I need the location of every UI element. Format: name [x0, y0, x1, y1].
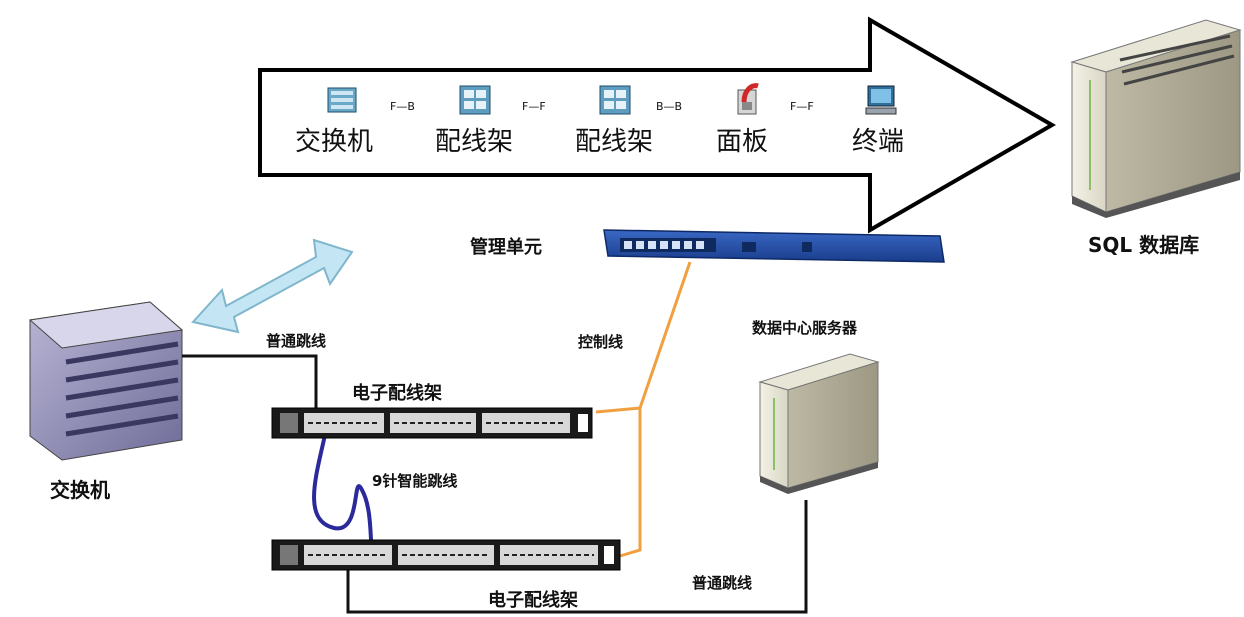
switch-icon [327, 87, 357, 113]
patch-panel-icon [599, 85, 631, 115]
normal-cable-label: 普通跳线 [266, 332, 326, 350]
patch-panel-icon [459, 85, 491, 115]
link-label: F—F [790, 100, 814, 113]
dc-server-label: 数据中心服务器 [752, 319, 858, 337]
switch-label: 交换机 [50, 478, 110, 502]
server-icon [758, 353, 880, 494]
patch-panel-lower-label: 电子配线架 [488, 589, 578, 611]
flow-node-label: 配线架 [435, 127, 513, 157]
flow-node-label: 面板 [716, 127, 768, 157]
electronic-patch-panel [271, 407, 593, 439]
terminal-icon [865, 85, 897, 115]
normal-cable [182, 354, 318, 410]
link-label: F—F [522, 100, 546, 113]
flow-arrow [258, 16, 1057, 234]
switch-chassis [28, 301, 184, 461]
smart-cable-label: 9针智能跳线 [372, 472, 457, 490]
sql-db-label: SQL 数据库 [1088, 233, 1199, 257]
management-unit-device [603, 229, 945, 263]
faceplate-icon [737, 83, 759, 115]
flow-node-label: 交换机 [295, 127, 373, 157]
normal-cable [346, 500, 808, 614]
link-label: F—B [390, 100, 415, 113]
electronic-patch-panel [271, 539, 621, 571]
double-arrow [191, 238, 354, 334]
flow-node-label: 终端 [852, 127, 904, 157]
normal-cable-label: 普通跳线 [692, 574, 752, 592]
control-cable-label: 控制线 [578, 333, 623, 351]
server-icon [1070, 19, 1242, 218]
link-label: B—B [656, 100, 682, 113]
smart-cable [312, 429, 374, 553]
flow-node-label: 配线架 [575, 127, 653, 157]
mgmt-unit-label: 管理单元 [470, 236, 542, 258]
patch-panel-upper-label: 电子配线架 [352, 382, 442, 404]
control-cable [619, 408, 642, 558]
